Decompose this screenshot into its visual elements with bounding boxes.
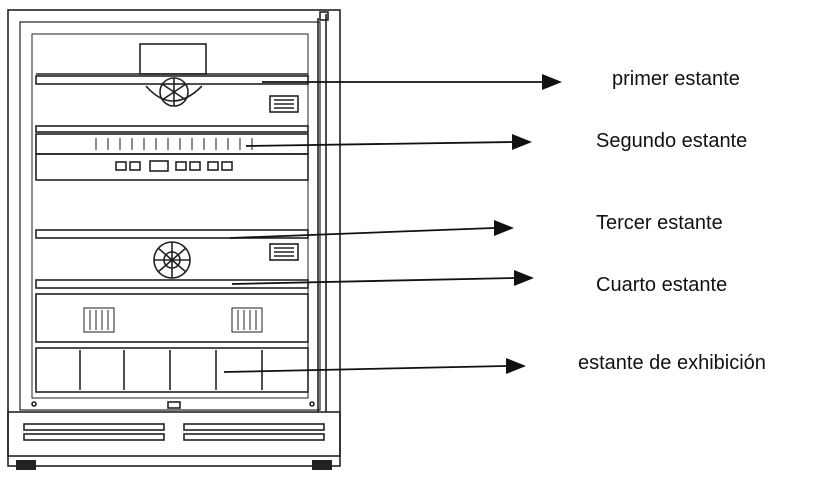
arrowhead-2 bbox=[512, 134, 532, 150]
base-grille bbox=[7, 411, 341, 457]
shelf-1 bbox=[35, 75, 309, 85]
arrowhead-3 bbox=[494, 220, 514, 236]
lower-vent bbox=[269, 243, 299, 261]
cabinet-feet bbox=[16, 460, 332, 470]
label-shelf-4: Cuarto estante bbox=[596, 274, 728, 296]
label-shelf-1: primer estante bbox=[612, 68, 740, 90]
pointer-line-4 bbox=[231, 277, 515, 285]
shelf-4 bbox=[35, 279, 309, 289]
label-shelf-5: estante de exhibición bbox=[578, 352, 766, 374]
door-handle bbox=[317, 11, 329, 412]
lower-fan bbox=[153, 241, 191, 279]
shelf-2 bbox=[35, 125, 309, 155]
door-frame bbox=[19, 21, 321, 411]
arrowhead-5 bbox=[506, 358, 526, 374]
control-panel bbox=[35, 153, 309, 181]
label-shelf-3: Tercer estante bbox=[596, 212, 723, 234]
pointer-line-5 bbox=[223, 365, 507, 373]
display-shelf bbox=[35, 347, 309, 393]
label-shelf-2: Segundo estante bbox=[596, 130, 748, 152]
arrowhead-4 bbox=[514, 270, 534, 286]
upper-fan bbox=[145, 77, 203, 107]
arrowhead-1 bbox=[542, 74, 562, 90]
upper-vent bbox=[269, 95, 299, 113]
shelf-3 bbox=[35, 229, 309, 239]
pointer-line-2 bbox=[245, 141, 513, 147]
rear-vents bbox=[35, 293, 309, 343]
cabinet-outline bbox=[7, 9, 341, 467]
pointer-line-3 bbox=[229, 227, 495, 239]
inner-compartment bbox=[31, 33, 309, 399]
top-control-box bbox=[139, 43, 207, 75]
